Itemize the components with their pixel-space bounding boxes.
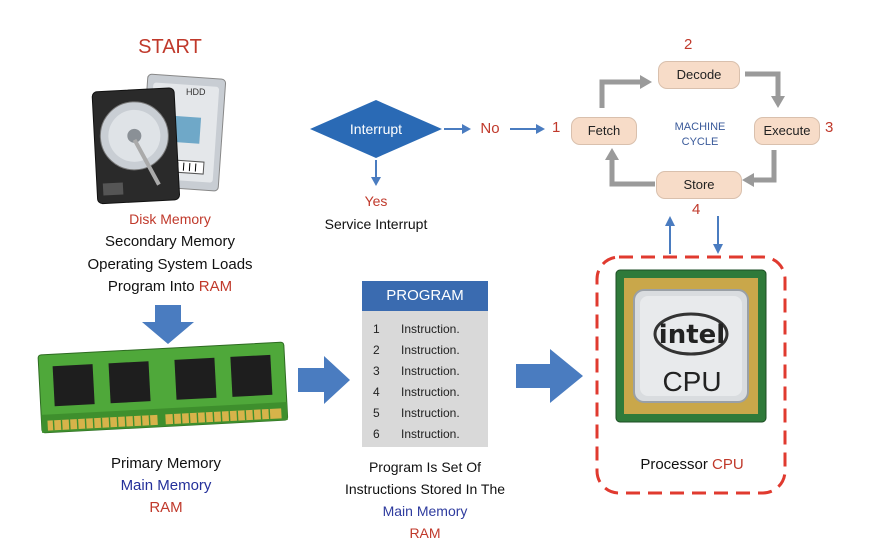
arrow-down-to-ram (142, 305, 194, 344)
start-label: START (138, 36, 202, 58)
instruction-num: 6 (373, 427, 380, 441)
disk-memory-title: Disk Memory (129, 211, 211, 227)
machine-cycle-line1: MACHINE (674, 121, 726, 133)
program-caption-3: Main Memory (382, 503, 468, 519)
cycle-step-3-num: 3 (825, 119, 834, 136)
instruction-num: 5 (373, 406, 380, 420)
instruction-label: Instruction. (401, 427, 460, 441)
cpu-caption-prefix: Processor (640, 456, 713, 473)
ram-main-memory: Main Memory (120, 477, 212, 494)
hdd-label: HDD (186, 87, 206, 97)
arrow-to-no-icon (462, 124, 471, 134)
instruction-row: 4 Instruction. (362, 382, 488, 402)
disk-ram-highlight: RAM (198, 278, 233, 295)
instruction-row: 6 Instruction. (362, 424, 488, 444)
cpu-chip-brand: intel (658, 320, 726, 350)
service-interrupt-label: Service Interrupt (324, 216, 428, 232)
cpu-chip-label: CPU (662, 366, 722, 397)
program-caption-2: Instructions Stored In The (344, 481, 506, 497)
cycle-step-4-num: 4 (692, 201, 701, 218)
arrow-cpu-to-store-icon (665, 216, 675, 226)
arrow-program-to-cpu (516, 349, 583, 403)
interrupt-no-label: No (480, 120, 500, 137)
instruction-num: 3 (373, 364, 380, 378)
cpu-caption: Processor CPU (600, 454, 784, 476)
arrow-to-fetch-icon (536, 124, 545, 134)
cycle-execute-pill: Execute (754, 117, 820, 145)
cycle-store-pill: Store (656, 171, 742, 199)
arrow-ram-to-program (298, 356, 350, 404)
cycle-fetch-pill: Fetch (571, 117, 637, 145)
interrupt-diamond (310, 100, 442, 158)
program-header: PROGRAM (362, 281, 488, 311)
instruction-row: 1 Instruction. (362, 319, 488, 339)
instruction-label: Instruction. (401, 364, 460, 378)
interrupt-yes-label: Yes (364, 193, 388, 209)
disk-program-into-prefix: Program Into (107, 278, 199, 295)
instruction-label: Instruction. (401, 385, 460, 399)
ram-primary-memory: Primary Memory (110, 455, 221, 472)
disk-program-into-ram: Program Into RAM (70, 276, 270, 298)
instruction-row: 2 Instruction. (362, 340, 488, 360)
instruction-row: 3 Instruction. (362, 361, 488, 381)
disk-secondary-memory: Secondary Memory (104, 233, 236, 250)
instruction-num: 4 (373, 385, 380, 399)
interrupt-label: Interrupt (349, 121, 403, 137)
cycle-arrows (599, 71, 781, 187)
disk-os-loads: Operating System Loads (87, 256, 253, 273)
arrow-to-yes-icon (371, 177, 381, 186)
machine-cycle-line2: CYCLE (681, 136, 719, 148)
arrow-store-to-cpu-icon (713, 244, 723, 254)
instruction-num: 1 (373, 322, 380, 336)
instruction-label: Instruction. (401, 343, 460, 357)
cycle-step-2-num: 2 (684, 36, 693, 53)
instruction-row: 5 Instruction. (362, 403, 488, 423)
program-box: PROGRAM 1 Instruction. 2 Instruction. 3 … (362, 281, 488, 447)
cpu-dashed-border (595, 255, 787, 495)
program-caption-1: Program Is Set Of (368, 459, 482, 475)
cpu-caption-highlight: CPU (712, 456, 744, 473)
cycle-decode-pill: Decode (658, 61, 740, 89)
program-caption-4: RAM (409, 525, 441, 541)
ram-ram-label: RAM (149, 499, 183, 516)
instruction-num: 2 (373, 343, 380, 357)
instruction-label: Instruction. (401, 406, 460, 420)
cycle-step-1-num: 1 (552, 119, 561, 136)
instruction-label: Instruction. (401, 322, 460, 336)
